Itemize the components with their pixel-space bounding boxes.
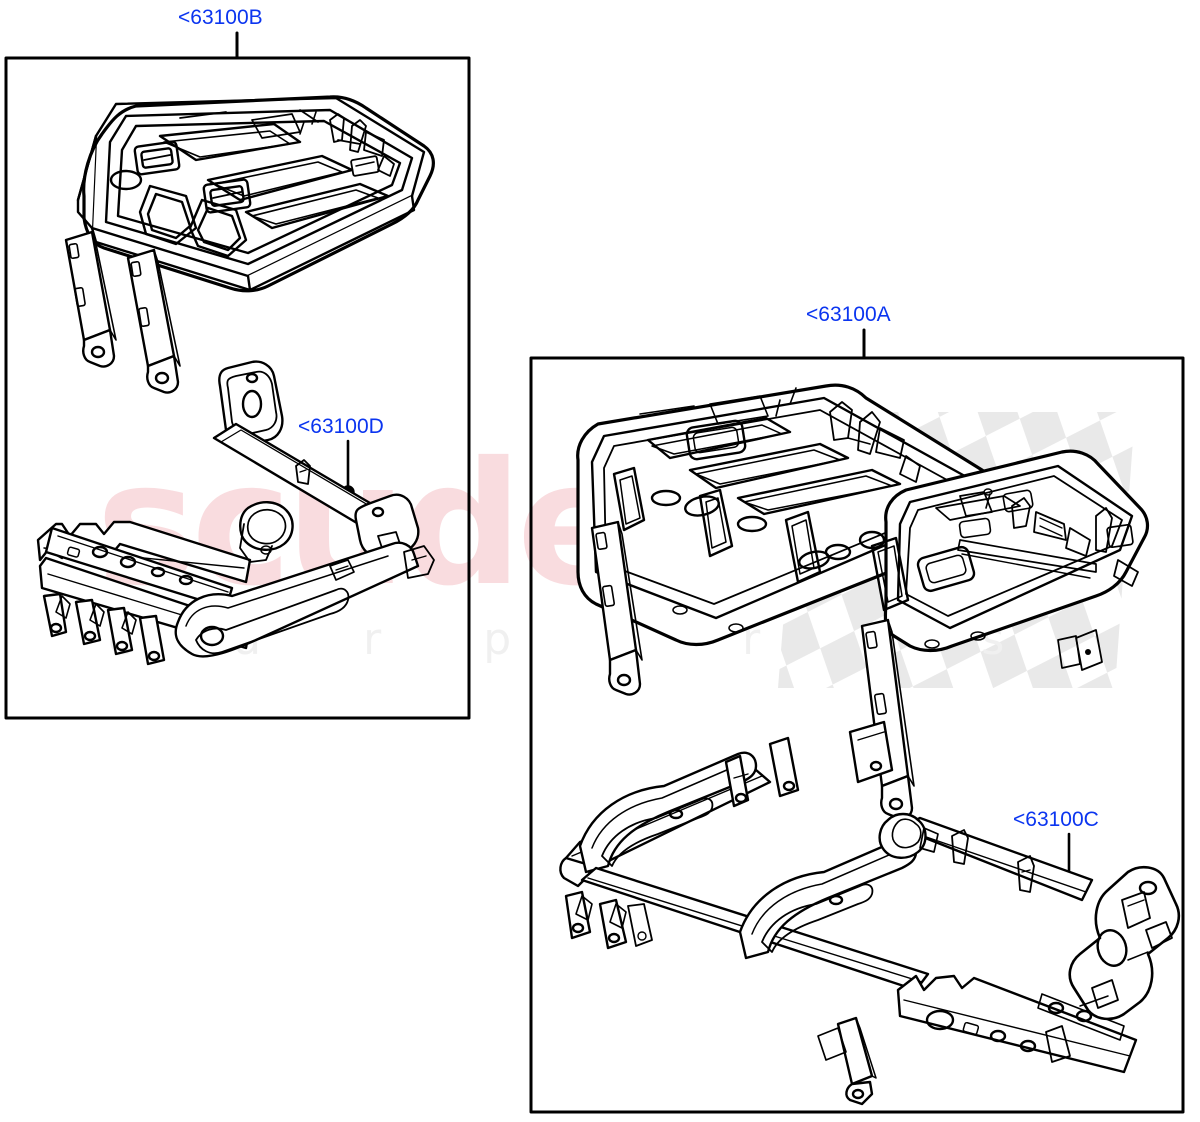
part-63100C-artwork <box>559 720 1181 1106</box>
part-label-63100A[interactable]: <63100A <box>806 303 891 326</box>
part-63100A-artwork <box>576 383 1150 820</box>
part-label-63100C[interactable]: <63100C <box>1013 808 1099 831</box>
panel-right-box <box>529 356 1185 1114</box>
part-label-63100B[interactable]: <63100B <box>178 6 263 29</box>
part-label-63100D[interactable]: <63100D <box>298 415 384 438</box>
part-63100D-artwork <box>36 360 435 666</box>
part-63100B-artwork <box>64 95 435 394</box>
